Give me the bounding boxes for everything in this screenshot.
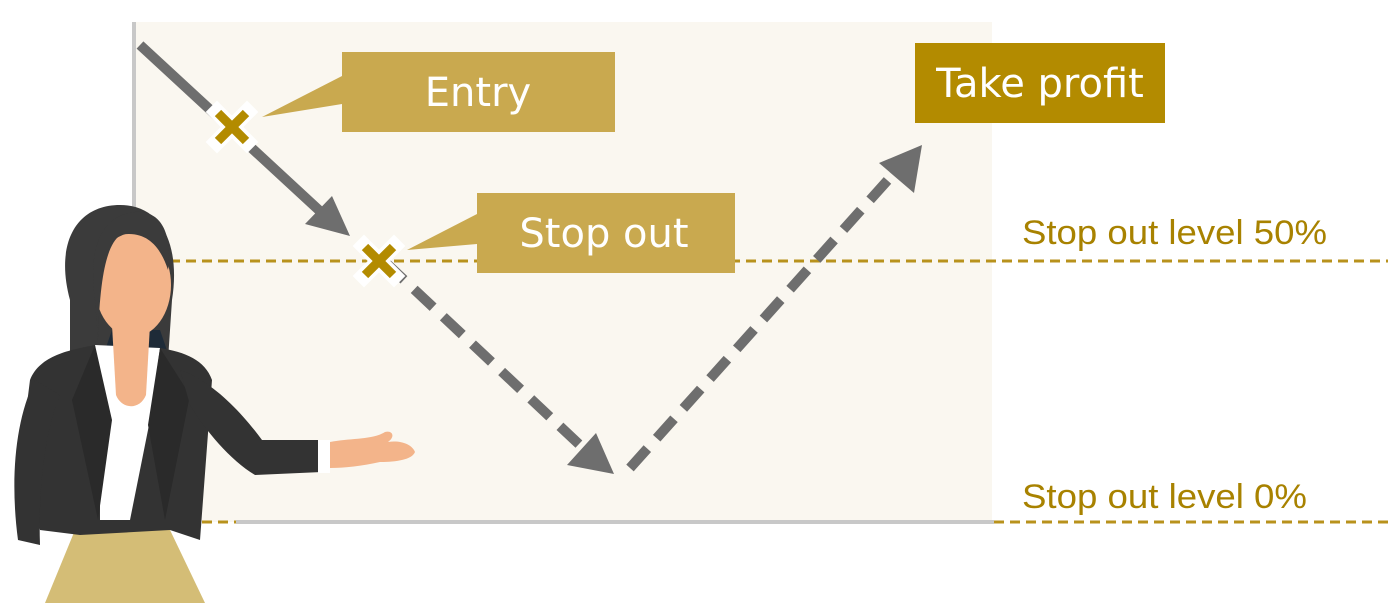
- arrow-head-icon: [879, 145, 922, 193]
- stop-out-callout: Stop out: [407, 193, 735, 273]
- entry-marker-x-icon: [205, 100, 259, 154]
- stop-out-level-0-label: Stop out level 0%: [1022, 478, 1307, 516]
- take-profit-box: Take profit: [915, 43, 1165, 123]
- presenter-illustration: [14, 205, 415, 603]
- arrow-head-icon: [567, 433, 614, 474]
- stop-out-label: Stop out: [519, 211, 688, 257]
- dashed-up-arrow: [626, 168, 899, 472]
- stop-out-marker-x-icon: [352, 234, 406, 288]
- entry-callout: Entry: [262, 52, 615, 132]
- arrow-head-icon: [305, 196, 350, 236]
- take-profit-label: Take profit: [935, 61, 1144, 107]
- dashed-down-arrow: [381, 258, 586, 451]
- stop-out-level-50-label: Stop out level 50%: [1022, 214, 1327, 252]
- entry-label: Entry: [425, 70, 531, 116]
